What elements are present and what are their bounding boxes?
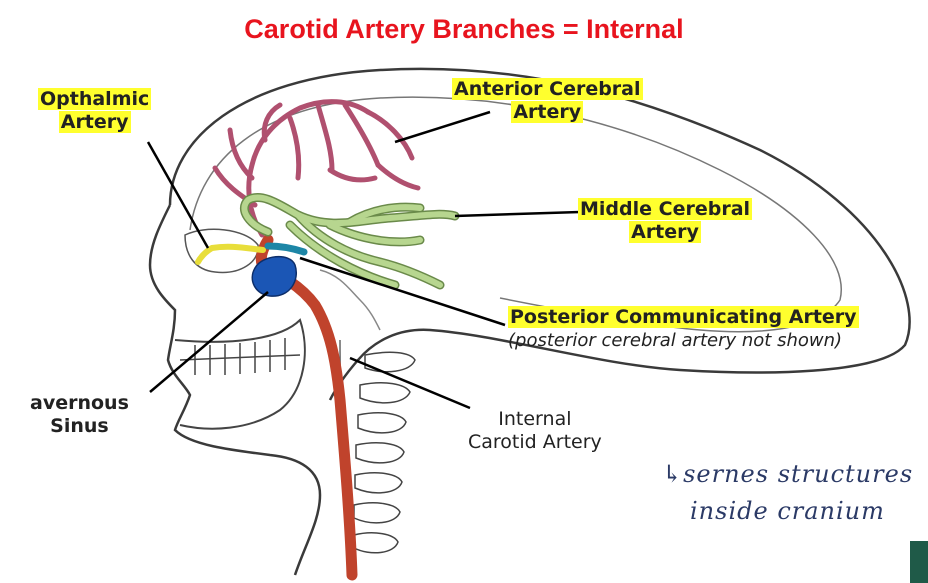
handwritten-note-line2: inside cranium [690,497,885,525]
corner-block [910,541,928,583]
label-anterior-cerebral-artery: Anterior Cerebral Artery [452,78,643,123]
label-internal-carotid-artery: Internal Carotid Artery [468,408,602,453]
middle-cerebral-artery-fill [241,194,458,288]
internal-carotid-leader [349,356,471,410]
teeth [179,338,301,375]
cavernous-sinus [251,256,297,297]
label-cavernous-sinus: avernous Sinus [30,392,129,437]
leader-lines [146,110,581,410]
jaw [174,318,306,430]
diagram-title: Carotid Artery Branches = Internal [244,14,684,44]
ophthalmic-leader [146,141,210,249]
cervical-spine [353,351,416,554]
face-profile [148,204,322,576]
posterior-communicating-artery [264,242,308,256]
posterior-leader [299,256,506,327]
cavernous-leader [149,291,269,393]
skull-outline [168,67,911,401]
label-ophthalmic-artery: Opthalmic Artery [38,88,152,133]
anterior-leader [394,110,491,144]
label-middle-cerebral-artery: Middle Cerebral Artery [578,198,753,243]
cerebellum-detail [319,269,381,331]
middle-leader [454,210,581,218]
eye-socket [184,228,259,274]
label-posterior-communicating-artery: Posterior Communicating Artery (posterio… [508,306,859,351]
ophthalmic-artery [195,243,266,265]
handwritten-note-line1: ↳sernes structures [662,460,914,488]
